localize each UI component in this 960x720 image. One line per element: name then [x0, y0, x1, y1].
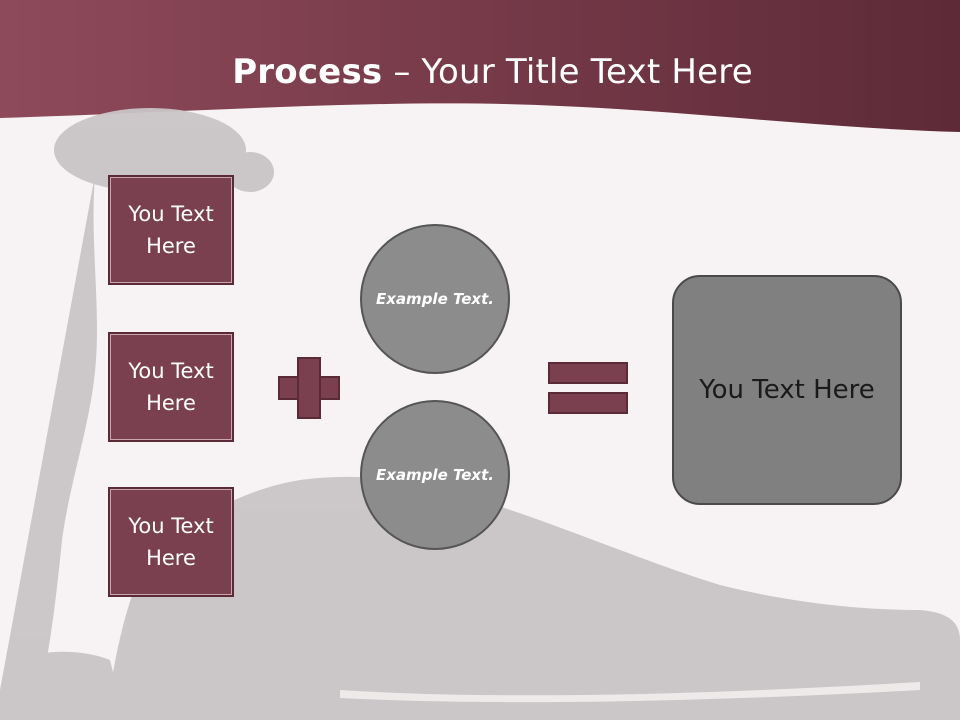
page-title: Process – Your Title Text Here [0, 52, 960, 92]
example-circle-2[interactable]: Example Text. [360, 400, 510, 550]
input-box-3[interactable]: You Text Here [108, 487, 234, 597]
silhouette [0, 108, 960, 720]
title-rest: – Your Title Text Here [382, 52, 753, 92]
input-box-2[interactable]: You Text Here [108, 332, 234, 442]
title-bold: Process [232, 52, 383, 92]
header-band [0, 0, 960, 132]
result-box[interactable]: You Text Here [672, 275, 902, 505]
input-box-1[interactable]: You Text Here [108, 175, 234, 285]
example-circle-1[interactable]: Example Text. [360, 224, 510, 374]
